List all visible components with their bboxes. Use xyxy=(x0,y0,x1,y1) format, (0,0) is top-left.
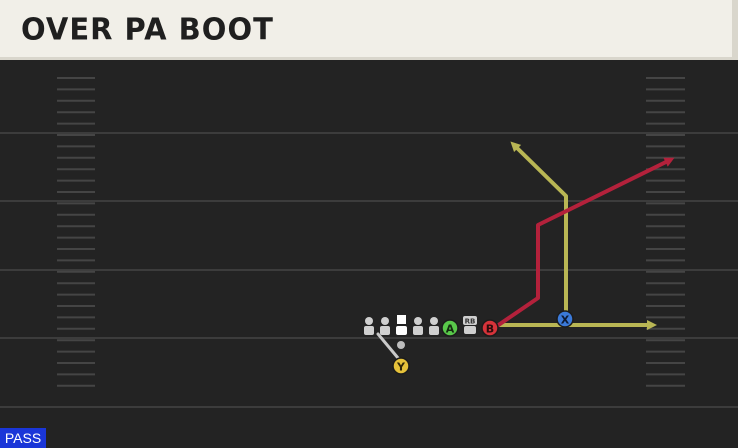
route-x xyxy=(510,141,568,322)
offensive-line xyxy=(364,315,439,349)
hash-marks xyxy=(57,77,685,387)
lineman-icon xyxy=(380,317,390,335)
receiver-a: A xyxy=(441,319,459,337)
receiver-b: B xyxy=(481,319,499,337)
play-title-bar: OVER PA BOOT xyxy=(0,0,738,60)
block-line xyxy=(376,332,400,360)
play-type-badge: PASS xyxy=(0,428,46,448)
svg-text:B: B xyxy=(486,323,494,336)
svg-text:X: X xyxy=(561,314,570,327)
svg-text:A: A xyxy=(446,323,455,336)
lineman-icon xyxy=(364,317,374,335)
receiver-y: Y xyxy=(392,357,410,375)
receiver-x: X xyxy=(556,310,574,328)
yard-lines xyxy=(0,132,738,408)
center-icon xyxy=(396,315,407,335)
lineman-icon xyxy=(429,317,439,335)
running-back-badge xyxy=(463,316,477,325)
lineman-icon xyxy=(413,317,423,335)
running-back: RB xyxy=(463,316,477,334)
quarterback-dot xyxy=(397,341,405,349)
running-back-label: RB xyxy=(465,318,476,326)
routes xyxy=(376,141,675,360)
svg-text:Y: Y xyxy=(396,361,406,374)
play-title: OVER PA BOOT xyxy=(21,11,274,47)
route-b xyxy=(495,157,675,328)
play-field: RB A B X Y xyxy=(0,60,738,448)
field-turf xyxy=(0,60,738,448)
